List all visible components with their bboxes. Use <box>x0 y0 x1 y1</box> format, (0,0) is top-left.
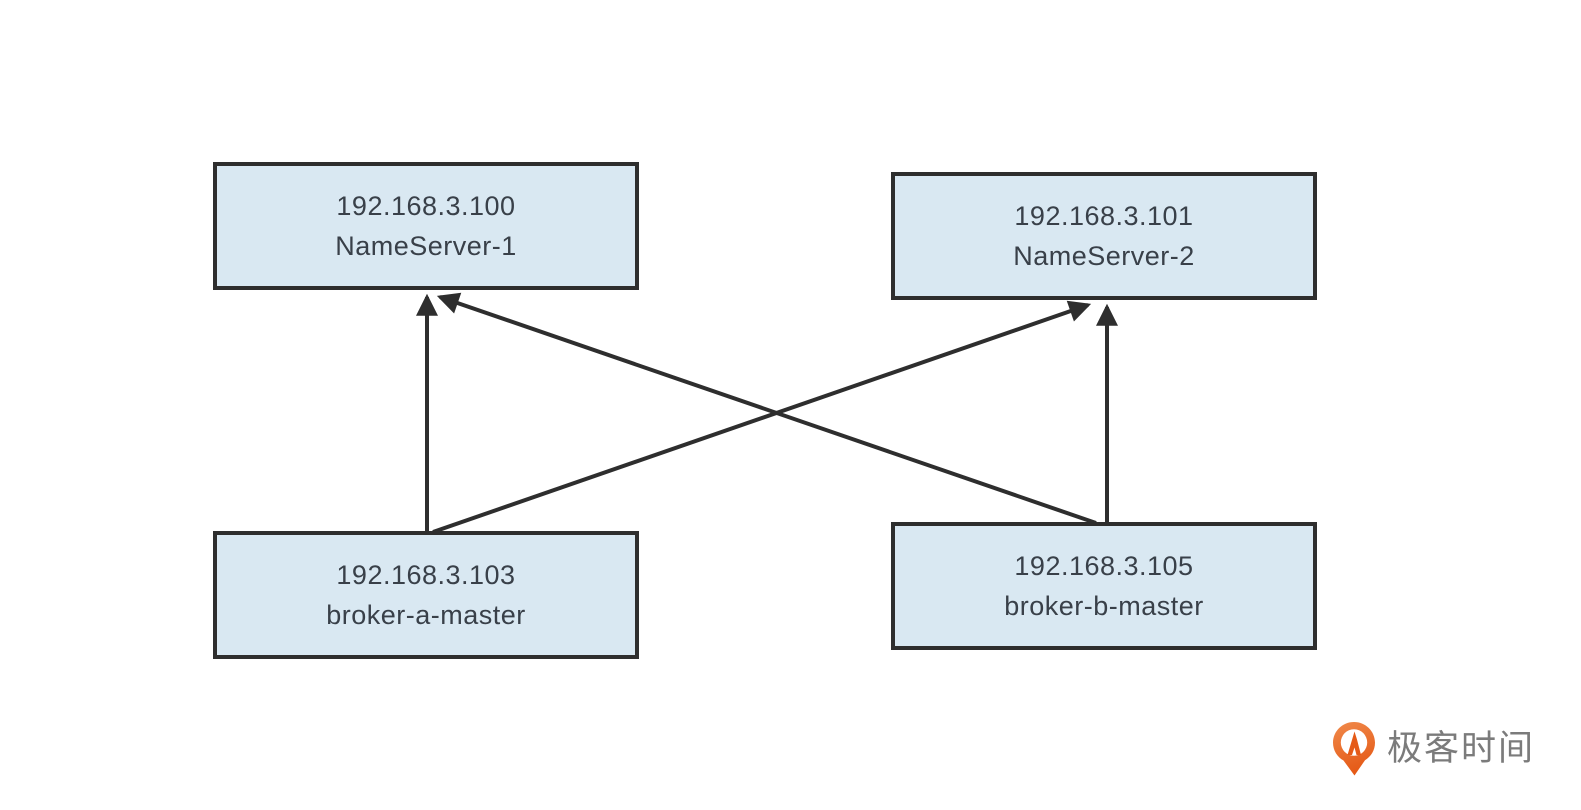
node-broker-b-label: broker-b-master <box>1004 591 1204 621</box>
node-nameserver-2-label: NameServer-2 <box>1013 241 1195 271</box>
geektime-logo: 极客时间 <box>1333 722 1535 776</box>
node-broker-b-master: 192.168.3.105 broker-b-master <box>891 522 1317 650</box>
arrow-broker-b-to-nameserver-1 <box>436 292 1097 525</box>
geektime-logo-text: 极客时间 <box>1387 729 1536 768</box>
node-broker-b-ip: 192.168.3.105 <box>1014 551 1194 581</box>
node-broker-a-master: 192.168.3.103 broker-a-master <box>213 531 639 659</box>
geektime-logo-icon <box>1333 722 1375 776</box>
node-nameserver-1-ip: 192.168.3.100 <box>336 191 516 221</box>
node-nameserver-1: 192.168.3.100 NameServer-1 <box>213 162 639 290</box>
node-nameserver-1-label: NameServer-1 <box>335 231 517 261</box>
node-nameserver-2-ip: 192.168.3.101 <box>1014 201 1194 231</box>
node-broker-a-ip: 192.168.3.103 <box>336 560 516 590</box>
node-nameserver-2: 192.168.3.101 NameServer-2 <box>891 172 1317 300</box>
arrow-broker-a-to-nameserver-2 <box>432 300 1092 534</box>
node-broker-a-label: broker-a-master <box>326 600 526 630</box>
